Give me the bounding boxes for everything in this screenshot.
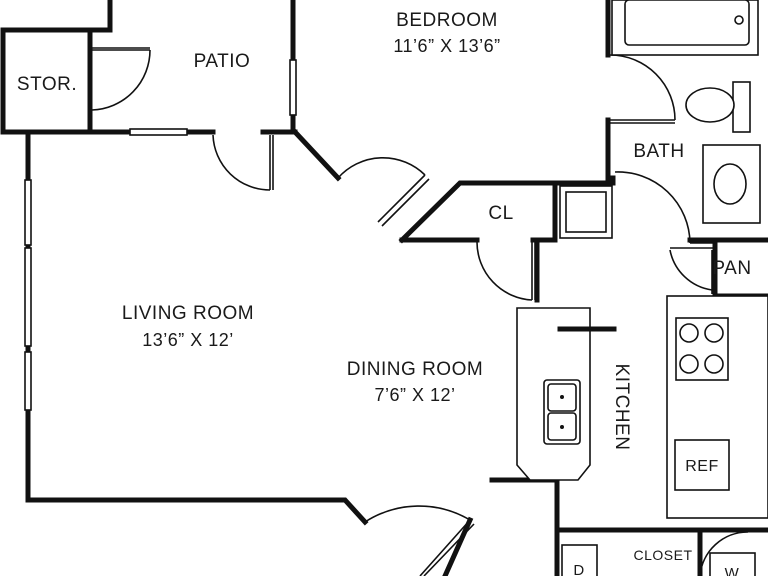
living-room-label: LIVING ROOM bbox=[122, 303, 254, 324]
dryer-label: D bbox=[573, 562, 584, 576]
bedroom-size: 11’6” X 13’6” bbox=[393, 36, 500, 56]
dining-room-label: DINING ROOM bbox=[347, 359, 483, 380]
closet-cl-label: CL bbox=[488, 203, 513, 224]
bath-label: BATH bbox=[633, 141, 684, 162]
windows bbox=[24, 59, 297, 411]
dryer bbox=[561, 544, 598, 576]
toilet bbox=[685, 81, 751, 133]
bedroom-label: BEDROOM bbox=[396, 10, 498, 31]
living-room-size: 13’6” X 12’ bbox=[142, 330, 234, 350]
doors bbox=[91, 47, 749, 576]
refrigerator-label: REF bbox=[685, 458, 719, 475]
linen-cabinet bbox=[559, 185, 613, 239]
room-labels: STOR. PATIO BEDROOM 11’6” X 13’6” BATH C… bbox=[17, 10, 751, 576]
closet-label: CLOSET bbox=[633, 547, 692, 563]
kitchen-island bbox=[516, 307, 617, 481]
washer-label: W bbox=[725, 565, 740, 576]
dining-room-size: 7’6” X 12’ bbox=[374, 385, 455, 405]
bathtub bbox=[611, 0, 759, 56]
patio-label: PATIO bbox=[194, 51, 251, 72]
vanity-sink bbox=[702, 144, 761, 224]
pantry-label: PAN bbox=[712, 258, 751, 279]
stove bbox=[675, 317, 729, 381]
refrigerator bbox=[674, 439, 730, 491]
storage-label: STOR. bbox=[17, 74, 77, 95]
washer bbox=[709, 552, 756, 576]
kitchen-label: KITCHEN bbox=[611, 364, 632, 451]
